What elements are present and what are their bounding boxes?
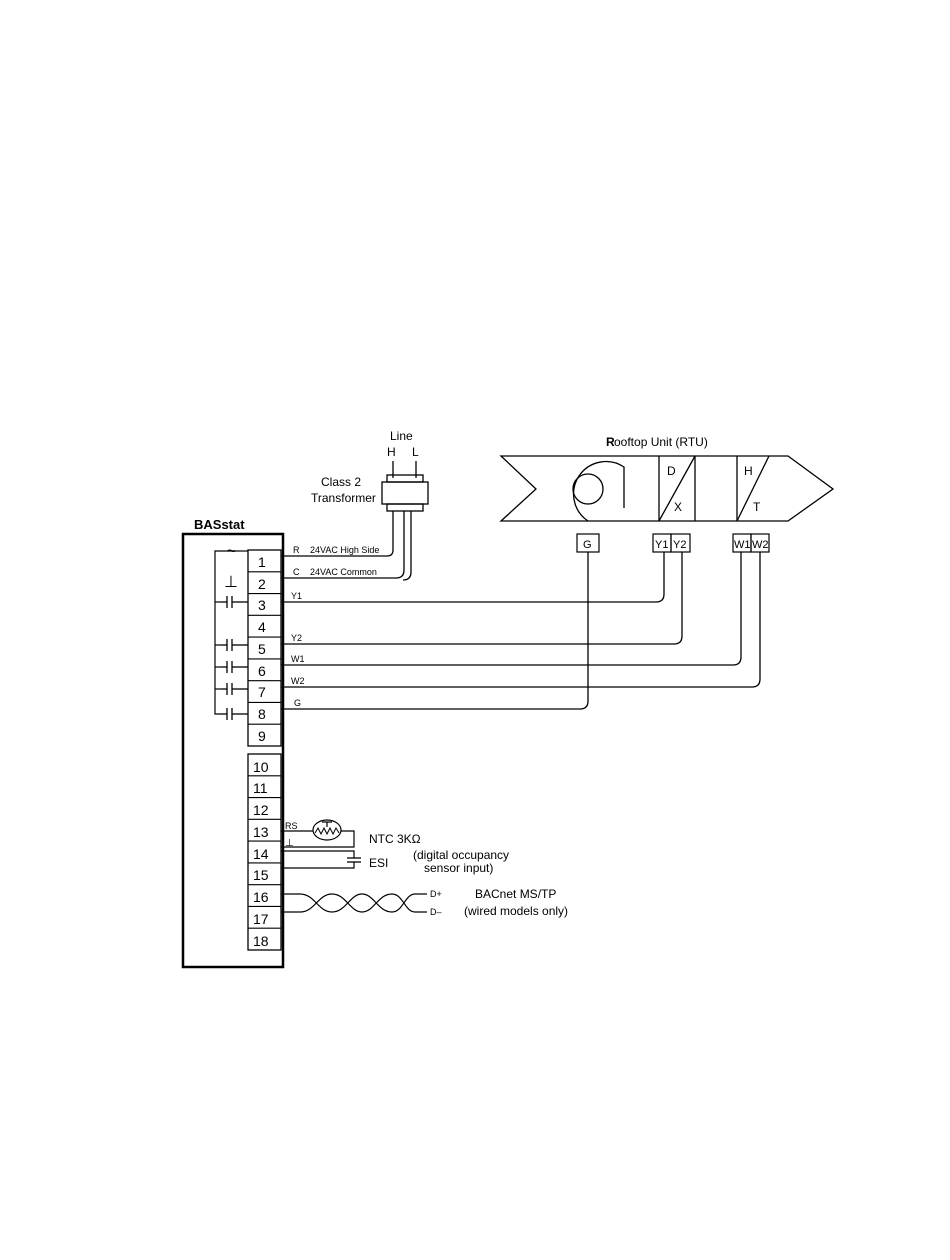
controller-title: BASstat [194,517,245,532]
transformer-label-1: Class 2 [321,475,361,489]
wire-y1 [281,552,664,602]
terminal-10: 10 [253,759,269,775]
esi-desc-1: (digital occupancy [413,848,509,862]
terminal-5: 5 [258,641,266,657]
terminal-11: 11 [253,780,268,796]
terminal-12: 12 [253,802,269,818]
dplus-label: D+ [430,889,442,899]
bacnet-subtitle: (wired models only) [464,904,568,918]
wire-y2 [281,552,682,644]
ground-symbol: ⊥ [224,574,238,591]
ntc-label: NTC 3KΩ [369,832,421,846]
y1-wire-label: Y1 [291,591,302,601]
dminus-label: D– [430,907,442,917]
rtu-term-g-label: G [583,539,592,551]
r-tag: R [293,545,300,555]
terminal-8: 8 [258,706,266,722]
terminal-16: 16 [253,889,269,905]
dx-bottom-label: X [674,500,682,514]
relay-contact [221,596,248,608]
rtu-term-y2-label: Y2 [673,539,686,551]
terminal-7: 7 [258,684,266,700]
bacnet-title: BACnet MS/TP [475,887,556,901]
esi-wire-top [281,851,354,858]
r-desc: 24VAC High Side [310,545,379,555]
terminal-labels: 1 2 3 4 5 6 7 8 9 10 11 12 13 14 15 16 1… [253,554,269,949]
transformer-cap-bottom [387,504,423,511]
esi-wire-bottom [281,862,354,868]
terminal-18: 18 [253,933,269,949]
ht-top-label: H [744,464,753,478]
esi-desc-2: sensor input) [424,861,493,875]
rtu-term-w1-label: W1 [734,539,751,551]
ht-bottom-label: T [753,500,761,514]
w2-wire-label: W2 [291,676,305,686]
rtu-term-y1-label: Y1 [655,539,668,551]
blower-housing [574,462,624,521]
rtu-term-w2-label: W2 [752,539,769,551]
ac-symbol: ~ [227,543,236,560]
w1-wire-label: W1 [291,654,305,664]
rtu-title: ooftop Unit (RTU) [614,435,708,449]
c-tag: C [293,567,300,577]
line-title: Line [390,429,413,443]
terminal-9: 9 [258,728,266,744]
g-wire-label: G [294,698,301,708]
blower-wheel [573,474,603,504]
relay-contacts [221,596,248,720]
esi-label: ESI [369,856,388,870]
terminal-13: 13 [253,824,269,840]
relay-contact [221,683,248,695]
terminal-17: 17 [253,911,269,927]
terminal-15: 15 [253,867,269,883]
relay-contact [221,708,248,720]
terminal-14: 14 [253,846,269,862]
relay-contact [221,639,248,651]
terminal-6: 6 [258,663,266,679]
terminal-1: 1 [258,554,266,570]
transformer-body [382,482,428,504]
terminal-3: 3 [258,597,266,613]
terminal-2: 2 [258,576,266,592]
relay-contact [221,661,248,673]
terminal-4: 4 [258,619,266,635]
dx-top-label: D [667,464,676,478]
c-desc: 24VAC Common [310,567,377,577]
line-l-label: L [412,445,419,459]
bacnet-twisted-pair [281,894,427,912]
transformer-label-2: Transformer [311,491,376,505]
y2-wire-label: Y2 [291,633,302,643]
rs-tag: RS [285,821,298,831]
line-h-label: H [387,445,396,459]
